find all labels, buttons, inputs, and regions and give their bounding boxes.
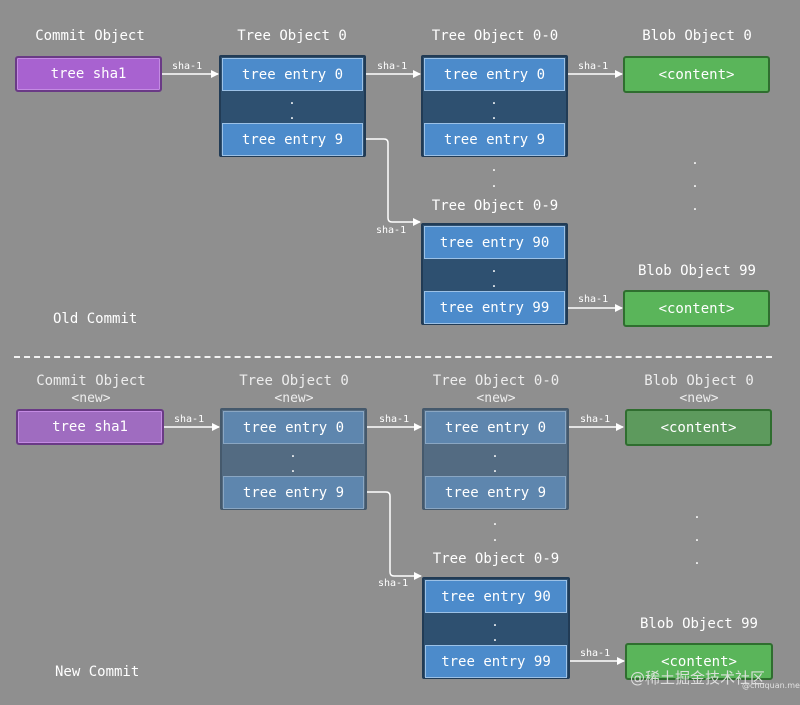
old-sha-label-3: sha-1	[578, 61, 609, 72]
new-blob0-object: <content>	[625, 409, 772, 446]
old-blob99-object: <content>	[623, 290, 770, 327]
new-tree00-tag: <new>	[476, 391, 516, 406]
new-tree0-tag: <new>	[274, 391, 314, 406]
old-sha-label-4: sha-1	[376, 225, 407, 236]
new-commit-section-label: New Commit	[55, 664, 140, 680]
new-tree00-title-text: Tree Object 0-0	[432, 373, 560, 389]
new-commit-title-text: Commit Object	[36, 373, 146, 389]
new-tree09-title: Tree Object 0-9	[432, 551, 560, 567]
new-tree09-entry-90: tree entry 90	[425, 580, 567, 613]
new-between-trees-ellipsis-2: .	[491, 530, 499, 544]
old-tree09-entry-99: tree entry 99	[424, 291, 565, 324]
old-tree09-ellipsis-1: .	[490, 261, 498, 275]
new-blob-ellipsis-2: .	[693, 530, 701, 544]
new-commit-title: Commit Object <new>	[20, 373, 162, 407]
new-tree00-ellipsis-1: .	[491, 446, 499, 460]
new-sha-label-3: sha-1	[580, 414, 611, 425]
old-tree00-ellipsis-1: .	[490, 93, 498, 107]
new-sha-label-5: sha-1	[580, 648, 611, 659]
watermark-text: @稀土掘金技术社区	[630, 669, 766, 687]
old-between-trees-ellipsis-2: .	[490, 176, 498, 190]
new-blob0-title-text: Blob Object 0	[644, 373, 754, 389]
old-blob0-title: Blob Object 0	[642, 28, 752, 44]
section-divider	[14, 356, 772, 358]
old-sha-label-2: sha-1	[377, 61, 408, 72]
new-tree0-ellipsis-2: .	[289, 461, 297, 475]
new-blob99-title: Blob Object 99	[639, 616, 758, 632]
arrow-tree0-to-tree09	[365, 138, 421, 226]
new-tree09-ellipsis-2: .	[491, 630, 499, 644]
old-commit-object: tree sha1	[15, 56, 162, 92]
new-blob99-object: <content>	[625, 643, 773, 680]
old-commit-title: Commit Object	[35, 28, 145, 44]
new-tree00-entry-9: tree entry 9	[425, 476, 566, 509]
new-blob-ellipsis-1: .	[693, 507, 701, 521]
old-blob0-object: <content>	[623, 56, 770, 93]
old-tree0-ellipsis-2: .	[288, 108, 296, 122]
watermark-small-text: @chuquan.me	[742, 681, 800, 690]
old-blob-ellipsis-1: .	[691, 153, 699, 167]
new-tree0-entry-9: tree entry 9	[223, 476, 364, 509]
old-tree09-ellipsis-2: .	[490, 276, 498, 290]
new-sha-label-1: sha-1	[174, 414, 205, 425]
old-blob-ellipsis-2: .	[691, 176, 699, 190]
old-tree00-ellipsis-2: .	[490, 108, 498, 122]
new-tree09-entry-99: tree entry 99	[425, 645, 567, 678]
old-tree09-title: Tree Object 0-9	[431, 198, 559, 214]
old-tree0-entry-9: tree entry 9	[222, 123, 363, 156]
new-blob-ellipsis-3: .	[693, 553, 701, 567]
old-blob99-title: Blob Object 99	[637, 263, 756, 279]
new-between-trees-ellipsis-1: .	[491, 514, 499, 528]
old-tree09-object: tree entry 90 . . tree entry 99	[421, 223, 568, 325]
new-blob0-tag: <new>	[679, 391, 719, 406]
old-tree0-ellipsis-1: .	[288, 93, 296, 107]
old-between-trees-ellipsis-1: .	[490, 160, 498, 174]
old-tree00-entry-9: tree entry 9	[424, 123, 565, 156]
new-tree09-object: tree entry 90 . . tree entry 99	[422, 577, 570, 679]
old-commit-section-label: Old Commit	[53, 311, 138, 327]
new-tree0-title: Tree Object 0 <new>	[220, 373, 368, 407]
arrow-new-tree0-to-tree09	[367, 491, 422, 580]
new-tree00-ellipsis-2: .	[491, 461, 499, 475]
new-tree0-title-text: Tree Object 0	[239, 373, 349, 389]
old-blob-ellipsis-3: .	[691, 199, 699, 213]
new-tree09-ellipsis-1: .	[491, 615, 499, 629]
new-commit-object: tree sha1	[16, 409, 164, 445]
new-tree00-entry-0: tree entry 0	[425, 411, 566, 444]
old-sha-label-1: sha-1	[172, 61, 203, 72]
new-tree0-entry-0: tree entry 0	[223, 411, 364, 444]
old-tree0-entry-0: tree entry 0	[222, 58, 363, 91]
old-tree00-entry-0: tree entry 0	[424, 58, 565, 91]
new-sha-label-4: sha-1	[378, 578, 409, 589]
old-tree09-entry-90: tree entry 90	[424, 226, 565, 259]
new-tree0-ellipsis-1: .	[289, 446, 297, 460]
new-commit-tag: <new>	[71, 391, 111, 406]
old-tree0-title: Tree Object 0	[237, 28, 347, 44]
new-blob0-title: Blob Object 0 <new>	[624, 373, 774, 407]
old-tree0-object: tree entry 0 . . tree entry 9	[219, 55, 366, 157]
old-tree00-title: Tree Object 0-0	[431, 28, 559, 44]
old-tree00-object: tree entry 0 . . tree entry 9	[421, 55, 568, 157]
new-sha-label-2: sha-1	[379, 414, 410, 425]
new-tree00-object: tree entry 0 . . tree entry 9	[422, 408, 569, 510]
new-tree00-title: Tree Object 0-0 <new>	[421, 373, 571, 407]
old-sha-label-5: sha-1	[578, 294, 609, 305]
new-tree0-object: tree entry 0 . . tree entry 9	[220, 408, 367, 510]
